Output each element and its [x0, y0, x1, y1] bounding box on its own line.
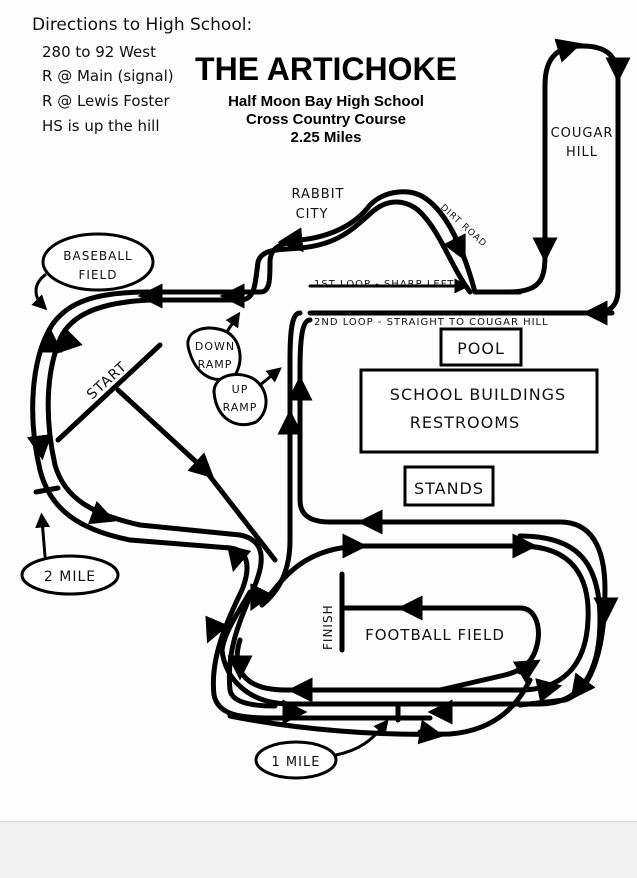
subtitle-distance: 2.25 Miles: [291, 129, 362, 146]
football-track: FINISH FOOTBALL FIELD: [219, 533, 603, 745]
directions-note: Directions to High School: 280 to 92 Wes…: [32, 15, 252, 135]
second-loop-label: 2ND LOOP - STRAIGHT TO COUGAR HILL: [314, 317, 549, 328]
down-ramp-label-2: RAMP: [198, 358, 233, 371]
up-ramp-label-1: UP: [232, 383, 249, 396]
ramps: DOWN RAMP UP RAMP: [186, 311, 282, 427]
title-block: THE ARTICHOKE Half Moon Bay High School …: [195, 51, 457, 146]
dirt-road-label: DIRT ROAD: [438, 203, 488, 250]
cougar-hill-loop: COUGAR HILL: [307, 38, 631, 326]
baseball-field: BASEBALL FIELD: [31, 232, 155, 311]
stands: STANDS: [403, 465, 495, 507]
pool-label: POOL: [457, 339, 505, 358]
one-mile-label: 1 MILE: [272, 755, 321, 770]
cougar-hill-label-1: COUGAR: [551, 126, 614, 141]
course-map: Directions to High School: 280 to 92 Wes…: [20, 15, 631, 780]
directions-line-3: R @ Lewis Foster: [42, 92, 170, 110]
directions-line-4: HS is up the hill: [42, 117, 160, 135]
one-mile-marker: 1 MILE: [254, 719, 389, 780]
school-label-1: SCHOOL BUILDINGS: [390, 385, 566, 404]
subtitle-course: Cross Country Course: [246, 111, 406, 128]
subtitle-school: Half Moon Bay High School: [228, 93, 424, 110]
scan-background: [0, 821, 637, 878]
first-loop-label: 1ST LOOP - SHARP LEFT: [314, 279, 454, 290]
cougar-hill-label-2: HILL: [566, 145, 598, 160]
rabbit-city-label-2: CITY: [296, 207, 329, 222]
school-label-2: RESTROOMS: [410, 413, 520, 432]
baseball-label-2: FIELD: [79, 268, 118, 282]
map-title: THE ARTICHOKE: [195, 51, 457, 87]
rabbit-city-section: RABBIT CITY DIRT ROAD 1ST LOOP - SHARP L…: [147, 187, 549, 328]
stands-label: STANDS: [414, 479, 484, 498]
two-mile-marker: 2 MILE: [20, 512, 120, 596]
down-ramp-label-1: DOWN: [195, 340, 235, 353]
pool: POOL: [439, 327, 523, 367]
rabbit-city-label-1: RABBIT: [291, 187, 344, 202]
school-buildings: SCHOOL BUILDINGS RESTROOMS: [359, 368, 599, 454]
course-map-page: Directions to High School: 280 to 92 Wes…: [20, 15, 631, 780]
football-field-label: FOOTBALL FIELD: [365, 626, 505, 644]
directions-heading: Directions to High School:: [32, 15, 252, 35]
directions-line-1: 280 to 92 West: [42, 43, 156, 61]
directions-line-2: R @ Main (signal): [42, 67, 174, 85]
up-ramp-label-2: RAMP: [223, 401, 258, 414]
two-mile-label: 2 MILE: [44, 569, 96, 585]
finish-label: FINISH: [321, 604, 335, 650]
baseball-label-1: BASEBALL: [63, 249, 132, 263]
